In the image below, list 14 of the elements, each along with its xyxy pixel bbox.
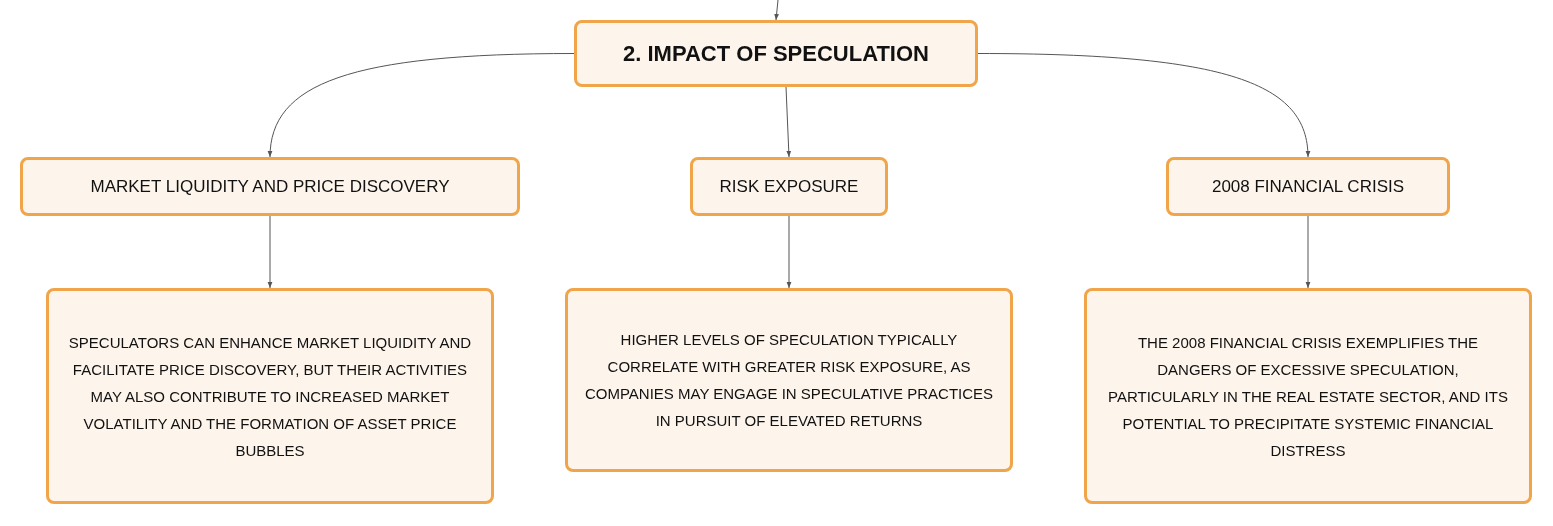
topic-box: 2. IMPACT OF SPECULATION xyxy=(574,20,978,87)
subtopic-box: 2008 FINANCIAL CRISIS xyxy=(1166,157,1450,216)
arrow xyxy=(786,215,792,289)
detail-box: SPECULATORS CAN ENHANCE MARKET LIQUIDITY AND FACILITATE PRICE DISCOVERY, BUT THEIR ACTIVITIES MAY ALSO CONTRIBUTE TO INCREASED MARKET VOLATILITY AND THE FORMATION OF ASSET PRICE BUBBLES xyxy=(46,288,494,504)
arrow xyxy=(1305,215,1311,289)
arrow xyxy=(267,215,273,289)
subtopic-box: RISK EXPOSURE xyxy=(690,157,888,216)
arrow xyxy=(774,0,779,21)
arrow xyxy=(977,53,1310,158)
detail-box: HIGHER LEVELS OF SPECULATION TYPICALLY CORRELATE WITH GREATER RISK EXPOSURE, AS COMPANIES MAY ENGAGE IN SPECULATIVE PRACTICES IN PURSUIT OF ELEVATED RETURNS xyxy=(565,288,1013,472)
arrow xyxy=(785,86,792,158)
detail-box: THE 2008 FINANCIAL CRISIS EXEMPLIFIES THE DANGERS OF EXCESSIVE SPECULATION, PARTICULARLY IN THE REAL ESTATE SECTOR, AND ITS POTENTIAL TO PRECIPITATE SYSTEMIC FINANCIAL DISTRESS xyxy=(1084,288,1532,504)
arrow xyxy=(268,53,575,158)
subtopic-box: MARKET LIQUIDITY AND PRICE DISCOVERY xyxy=(20,157,520,216)
